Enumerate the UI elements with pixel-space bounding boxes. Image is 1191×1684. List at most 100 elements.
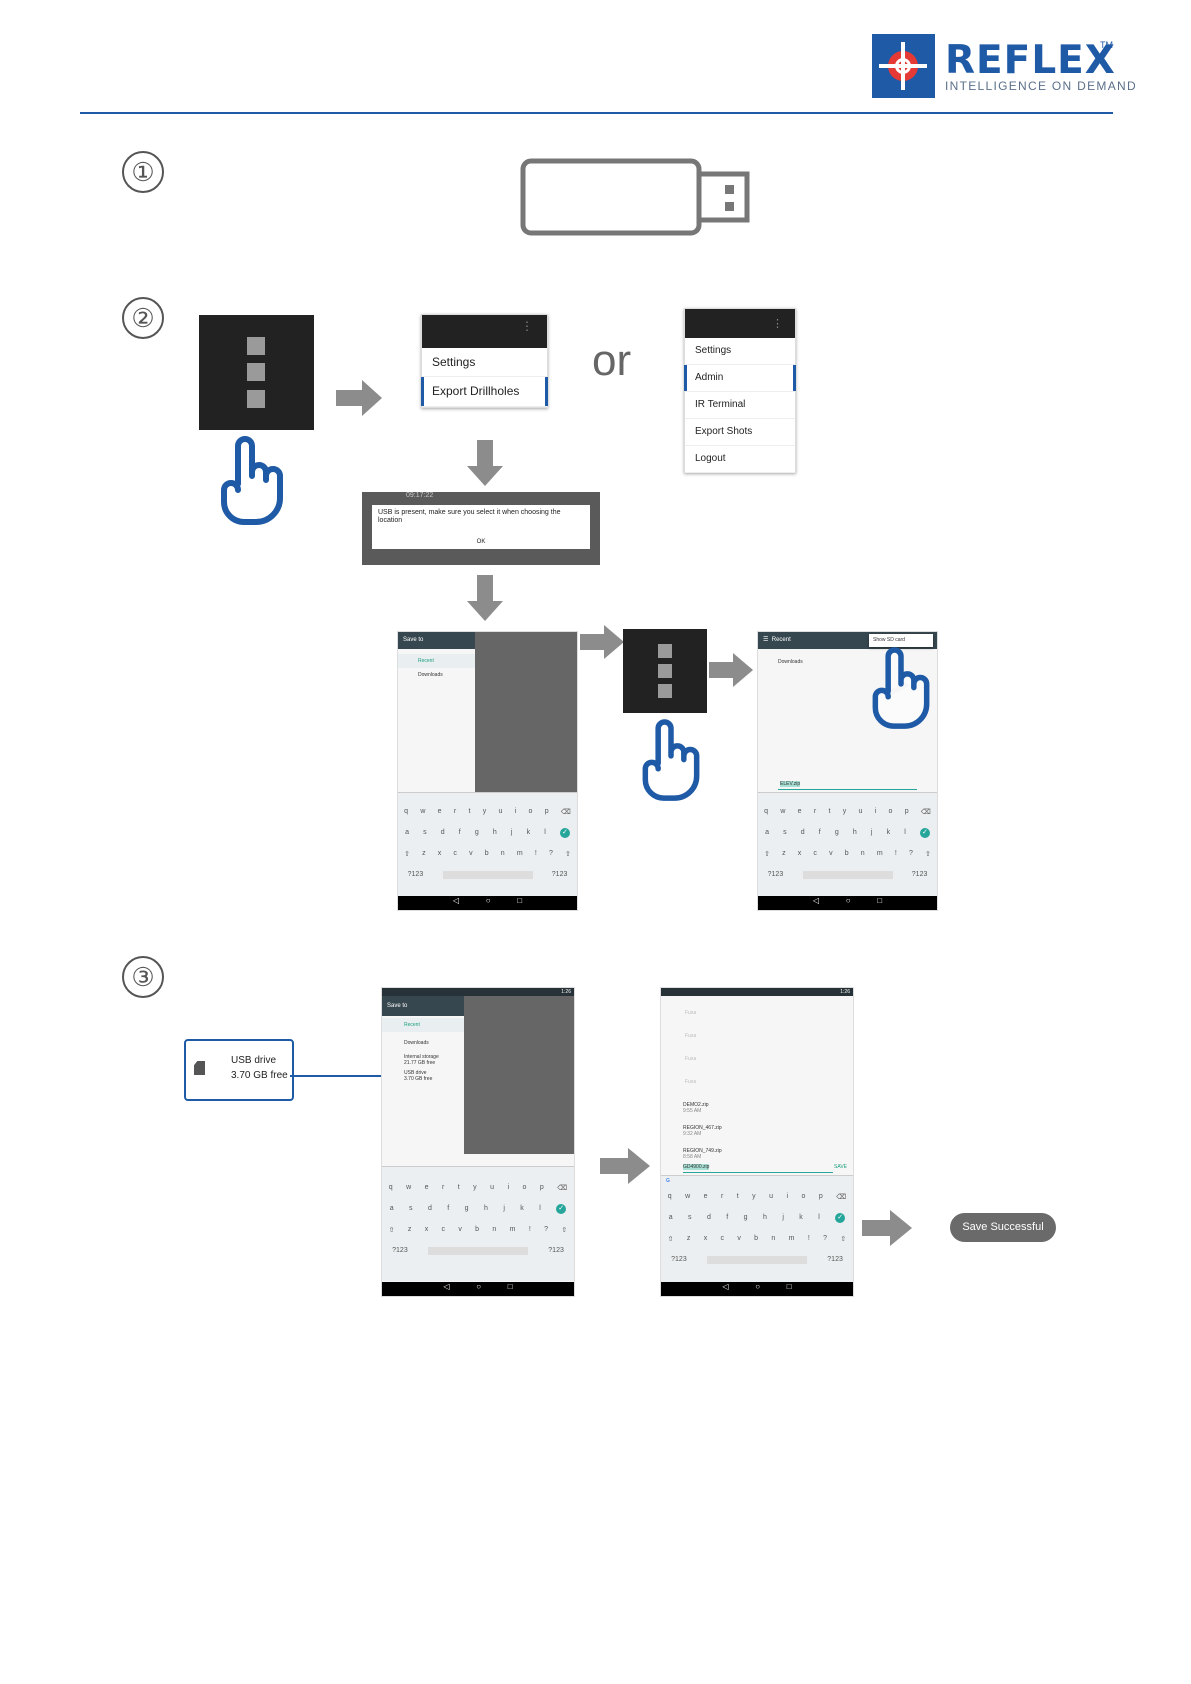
back-icon[interactable]: ◁ <box>452 896 460 905</box>
keyboard-key[interactable]: u <box>498 808 503 815</box>
keyboard-key[interactable]: h <box>762 1214 767 1221</box>
keyboard-key[interactable]: y <box>482 808 487 815</box>
recents-icon[interactable]: □ <box>517 896 523 905</box>
file-item-name[interactable]: REGION_749.zip <box>683 1148 722 1154</box>
keyboard-key[interactable]: e <box>703 1193 708 1200</box>
keyboard-key[interactable]: t <box>736 1193 739 1200</box>
keyboard-key[interactable]: v <box>458 1226 462 1233</box>
keyboard-key[interactable]: z <box>782 850 786 857</box>
keyboard-key[interactable]: o <box>888 808 893 815</box>
enter-check-icon[interactable]: ✓ <box>559 827 570 838</box>
filename-field[interactable]: GD4900.zip <box>683 1164 710 1170</box>
keyboard-key[interactable]: q <box>667 1193 672 1200</box>
spacebar[interactable] <box>802 870 893 879</box>
recent-item-downloads[interactable]: Downloads <box>778 659 803 665</box>
keyboard-key[interactable]: s <box>688 1214 692 1221</box>
keyboard-key[interactable]: ! <box>534 850 537 857</box>
keyboard-key[interactable]: n <box>492 1226 497 1233</box>
hamburger-icon[interactable]: ☰ <box>763 637 769 643</box>
keyboard-key[interactable]: c <box>720 1235 725 1242</box>
drawer-item-recent[interactable]: Recent <box>382 1018 468 1032</box>
keyboard-key[interactable]: i <box>874 808 877 815</box>
keyboard-key[interactable]: i <box>514 808 517 815</box>
keyboard-key[interactable]: ? <box>544 1226 548 1233</box>
menu-item-admin[interactable]: Admin <box>684 365 796 392</box>
shift-icon[interactable]: ⇧ <box>404 850 410 858</box>
keyboard-key[interactable]: z <box>422 850 426 857</box>
keyboard-key[interactable]: ! <box>528 1226 531 1233</box>
keyboard-key[interactable]: h <box>483 1205 488 1212</box>
spacebar[interactable] <box>442 870 533 879</box>
dialog-ok-button[interactable]: OK <box>476 539 486 545</box>
overflow-menu-button[interactable] <box>623 629 707 713</box>
keyboard-key[interactable]: t <box>828 808 831 815</box>
keyboard-key[interactable]: v <box>829 850 833 857</box>
keyboard-key[interactable]: ?123 <box>407 871 424 878</box>
keyboard-key[interactable]: n <box>860 850 865 857</box>
keyboard-key[interactable]: i <box>507 1184 510 1191</box>
home-icon[interactable]: ○ <box>476 1282 482 1291</box>
back-icon[interactable]: ◁ <box>812 896 820 905</box>
enter-check-icon[interactable]: ✓ <box>556 1203 567 1214</box>
keyboard-key[interactable]: e <box>797 808 802 815</box>
keyboard-key[interactable]: q <box>388 1184 393 1191</box>
spacebar[interactable] <box>707 1255 807 1264</box>
drawer-item-downloads[interactable]: Downloads <box>404 1040 429 1046</box>
enter-check-icon[interactable]: ✓ <box>835 1212 846 1223</box>
keyboard-key[interactable]: h <box>492 829 497 836</box>
keyboard-key[interactable]: c <box>453 850 457 857</box>
keyboard-key[interactable]: k <box>526 829 531 836</box>
spacebar[interactable] <box>428 1246 528 1255</box>
shift-icon[interactable]: ⇧ <box>667 1235 674 1243</box>
keyboard-key[interactable]: b <box>844 850 849 857</box>
keyboard-key[interactable]: p <box>904 808 909 815</box>
keyboard-key[interactable]: r <box>813 808 817 815</box>
keyboard-key[interactable]: m <box>788 1235 795 1242</box>
keyboard-key[interactable]: y <box>473 1184 477 1191</box>
keyboard-key[interactable]: s <box>783 829 787 836</box>
recents-icon[interactable]: □ <box>507 1282 513 1291</box>
keyboard-key[interactable]: o <box>522 1184 527 1191</box>
keyboard-key[interactable]: v <box>469 850 473 857</box>
keyboard-key[interactable]: w <box>780 808 786 815</box>
keyboard-key[interactable]: i <box>786 1193 789 1200</box>
menu-item-ir-terminal[interactable]: IR Terminal <box>685 392 795 419</box>
keyboard-key[interactable]: ?123 <box>392 1247 408 1254</box>
keyboard-key[interactable]: p <box>818 1193 823 1200</box>
back-icon[interactable]: ◁ <box>722 1282 729 1291</box>
keyboard-key[interactable]: f <box>458 829 461 836</box>
keyboard-key[interactable]: t <box>457 1184 460 1191</box>
keyboard-key[interactable]: b <box>484 850 489 857</box>
home-icon[interactable]: ○ <box>845 896 851 905</box>
drawer-item-recent[interactable]: Recent <box>398 654 494 668</box>
drawer-item-internal-storage[interactable]: Internal storage <box>404 1054 439 1060</box>
keyboard-key[interactable]: c <box>813 850 817 857</box>
keyboard-key[interactable]: d <box>440 829 445 836</box>
keyboard-key[interactable]: e <box>437 808 442 815</box>
keyboard-key[interactable]: r <box>441 1184 445 1191</box>
keyboard-key[interactable]: r <box>453 808 457 815</box>
keyboard-key[interactable]: l <box>904 829 906 836</box>
keyboard-key[interactable]: q <box>764 808 769 815</box>
keyboard-key[interactable]: ? <box>548 850 553 857</box>
drawer-item-usb-drive[interactable]: USB drive <box>404 1070 427 1076</box>
keyboard-key[interactable]: q <box>404 808 409 815</box>
shift-icon[interactable]: ⇧ <box>925 850 931 858</box>
recents-icon[interactable]: □ <box>786 1282 792 1291</box>
keyboard-key[interactable]: o <box>528 808 533 815</box>
home-icon[interactable]: ○ <box>485 896 491 905</box>
keyboard-key[interactable]: s <box>409 1205 413 1212</box>
keyboard-key[interactable]: u <box>490 1184 495 1191</box>
keyboard-key[interactable]: k <box>520 1205 524 1212</box>
keyboard-key[interactable]: k <box>799 1214 803 1221</box>
keyboard-key[interactable]: r <box>720 1193 724 1200</box>
keyboard-key[interactable]: g <box>464 1205 469 1212</box>
file-item-name[interactable]: REGION_467.zip <box>683 1125 722 1131</box>
keyboard-key[interactable]: h <box>852 829 857 836</box>
keyboard-key[interactable]: y <box>752 1193 756 1200</box>
menu-item-logout[interactable]: Logout <box>685 446 795 473</box>
keyboard-key[interactable]: o <box>801 1193 806 1200</box>
keyboard-key[interactable]: j <box>503 1205 505 1212</box>
menu-item-settings[interactable]: Settings <box>422 348 547 377</box>
